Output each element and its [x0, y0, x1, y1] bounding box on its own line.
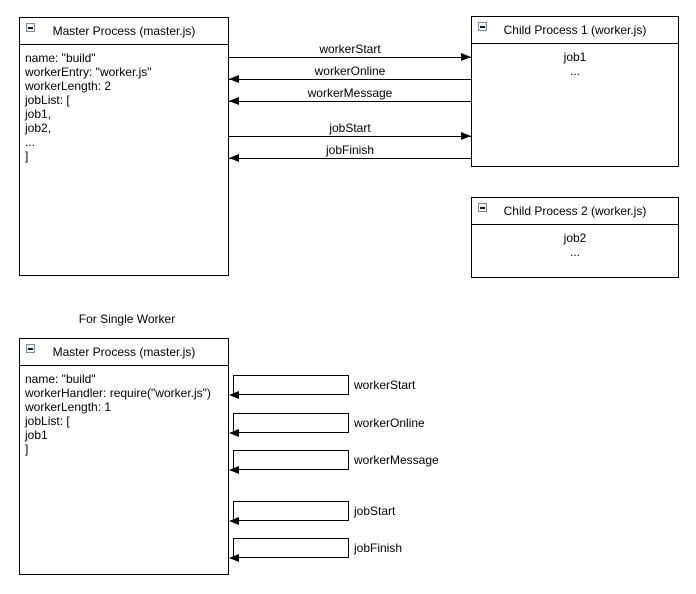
- body-line: name: "build": [25, 372, 96, 386]
- arrowhead-left-icon: [229, 75, 239, 83]
- child-process-2-header: Child Process 2 (worker.js): [472, 198, 678, 225]
- minus-icon: [28, 347, 33, 350]
- message-rect-workerMessage: [233, 450, 349, 470]
- single-worker-master-process-box: Master Process (master.js) name: "build"…: [19, 338, 229, 575]
- arrow-label-workerMessage: workerMessage: [307, 86, 393, 100]
- body-line: ]: [25, 149, 29, 163]
- single-worker-master-title: Master Process (master.js): [52, 345, 196, 359]
- arrowhead-right-icon: [461, 132, 471, 140]
- arrow-line: [229, 101, 471, 102]
- arrowhead-left-icon: [229, 517, 239, 525]
- master-process-title: Master Process (master.js): [52, 24, 196, 38]
- arrow-label-workerOnline: workerOnline: [314, 64, 386, 78]
- arrowhead-left-icon: [229, 391, 239, 399]
- single-worker-master-body: name: "build" workerHandler: require("wo…: [20, 366, 228, 456]
- section-label-for-single-worker: For Single Worker: [78, 312, 176, 326]
- collapse-icon[interactable]: [26, 344, 35, 353]
- body-line: job1: [563, 50, 587, 64]
- body-line: workerLength: 1: [25, 400, 112, 414]
- body-line: workerLength: 2: [25, 79, 112, 93]
- arrowhead-left-icon: [229, 429, 239, 437]
- message-rect-workerStart: [233, 375, 349, 395]
- collapse-icon[interactable]: [26, 23, 35, 32]
- arrowhead-left-icon: [229, 466, 239, 474]
- minus-icon: [480, 25, 485, 28]
- body-line: workerHandler: require("worker.js"): [25, 386, 211, 400]
- body-line: job1: [25, 428, 48, 442]
- arrow-line: [229, 79, 471, 80]
- arrowhead-left-icon: [229, 554, 239, 562]
- body-line: job2,: [25, 121, 52, 135]
- master-process-header: Master Process (master.js): [20, 18, 228, 45]
- minus-icon: [480, 206, 485, 209]
- arrowhead-right-icon: [461, 53, 471, 61]
- arrow-label-jobStart: jobStart: [329, 121, 371, 135]
- body-line: ...: [569, 245, 580, 259]
- message-rect-jobFinish: [233, 538, 349, 558]
- child-process-1-title: Child Process 1 (worker.js): [503, 23, 647, 37]
- body-line: ...: [25, 135, 36, 149]
- child-process-2-box: Child Process 2 (worker.js) job2 ...: [471, 197, 679, 278]
- arrow-line: [229, 136, 471, 137]
- single-worker-master-header: Master Process (master.js): [20, 339, 228, 366]
- collapse-icon[interactable]: [478, 22, 487, 31]
- child-process-2-body: job2 ...: [472, 225, 678, 259]
- body-line: ]: [25, 442, 29, 456]
- child-process-1-body: job1 ...: [472, 44, 678, 78]
- minus-icon: [28, 26, 33, 29]
- message-label-workerOnline: workerOnline: [354, 416, 425, 430]
- arrowhead-left-icon: [229, 154, 239, 162]
- arrow-label-jobFinish: jobFinish: [325, 143, 375, 157]
- message-label-jobFinish: jobFinish: [354, 541, 403, 555]
- arrow-label-workerStart: workerStart: [319, 42, 381, 56]
- message-label-workerStart: workerStart: [354, 378, 416, 392]
- body-line: workerEntry: "worker.js": [25, 65, 152, 79]
- master-process-box: Master Process (master.js) name: "build"…: [19, 17, 229, 276]
- message-rect-workerOnline: [233, 413, 349, 433]
- body-line: name: "build": [25, 51, 96, 65]
- body-line: job1,: [25, 107, 52, 121]
- arrow-line: [229, 158, 471, 159]
- body-line: jobList: [: [25, 93, 70, 107]
- message-rect-jobStart: [233, 501, 349, 521]
- message-label-jobStart: jobStart: [354, 504, 396, 518]
- message-label-workerMessage: workerMessage: [354, 453, 439, 467]
- arrow-line: [229, 57, 471, 58]
- child-process-1-header: Child Process 1 (worker.js): [472, 17, 678, 44]
- body-line: ...: [569, 64, 580, 78]
- arrowhead-left-icon: [229, 97, 239, 105]
- child-process-1-box: Child Process 1 (worker.js) job1 ...: [471, 16, 679, 167]
- master-process-body: name: "build" workerEntry: "worker.js" w…: [20, 45, 228, 163]
- collapse-icon[interactable]: [478, 203, 487, 212]
- body-line: job2: [563, 231, 587, 245]
- child-process-2-title: Child Process 2 (worker.js): [503, 204, 647, 218]
- body-line: jobList: [: [25, 414, 70, 428]
